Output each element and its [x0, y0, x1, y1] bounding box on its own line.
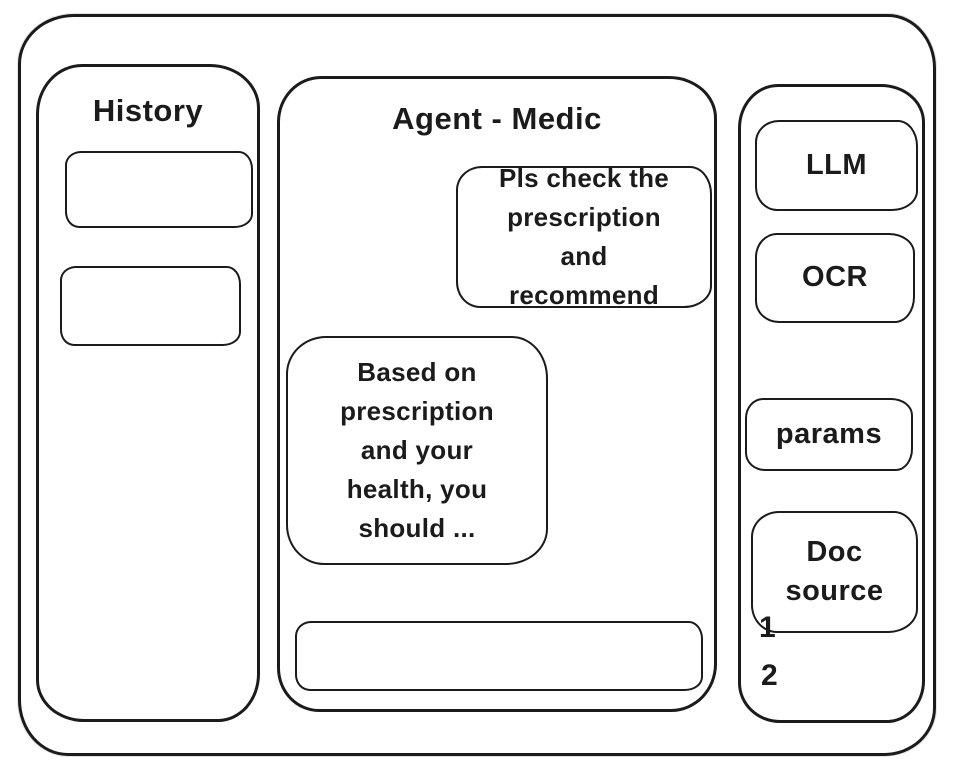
doc-source-button[interactable]: Doc source [751, 511, 918, 633]
doc-source-item-1[interactable]: 1 [759, 611, 776, 644]
params-button[interactable]: params [745, 398, 913, 471]
history-item[interactable] [60, 266, 241, 346]
tools-sidebar: LLM OCR params Doc source 1 2 [738, 84, 925, 723]
chat-title: Agent - Medic [392, 101, 602, 136]
user-message-bubble: Pls check the prescription and recommend [456, 163, 712, 310]
doc-source-item-2[interactable]: 2 [761, 659, 778, 692]
llm-button[interactable]: LLM [755, 120, 918, 211]
chat-message-input[interactable] [295, 621, 703, 691]
ocr-button[interactable]: OCR [755, 233, 915, 323]
assistant-message-bubble: Based on prescription and your health, y… [286, 336, 548, 565]
history-title: History [92, 93, 204, 128]
history-item[interactable] [65, 151, 253, 228]
history-sidebar: History [36, 64, 260, 722]
chat-panel: Agent - Medic Pls check the prescription… [277, 76, 717, 712]
